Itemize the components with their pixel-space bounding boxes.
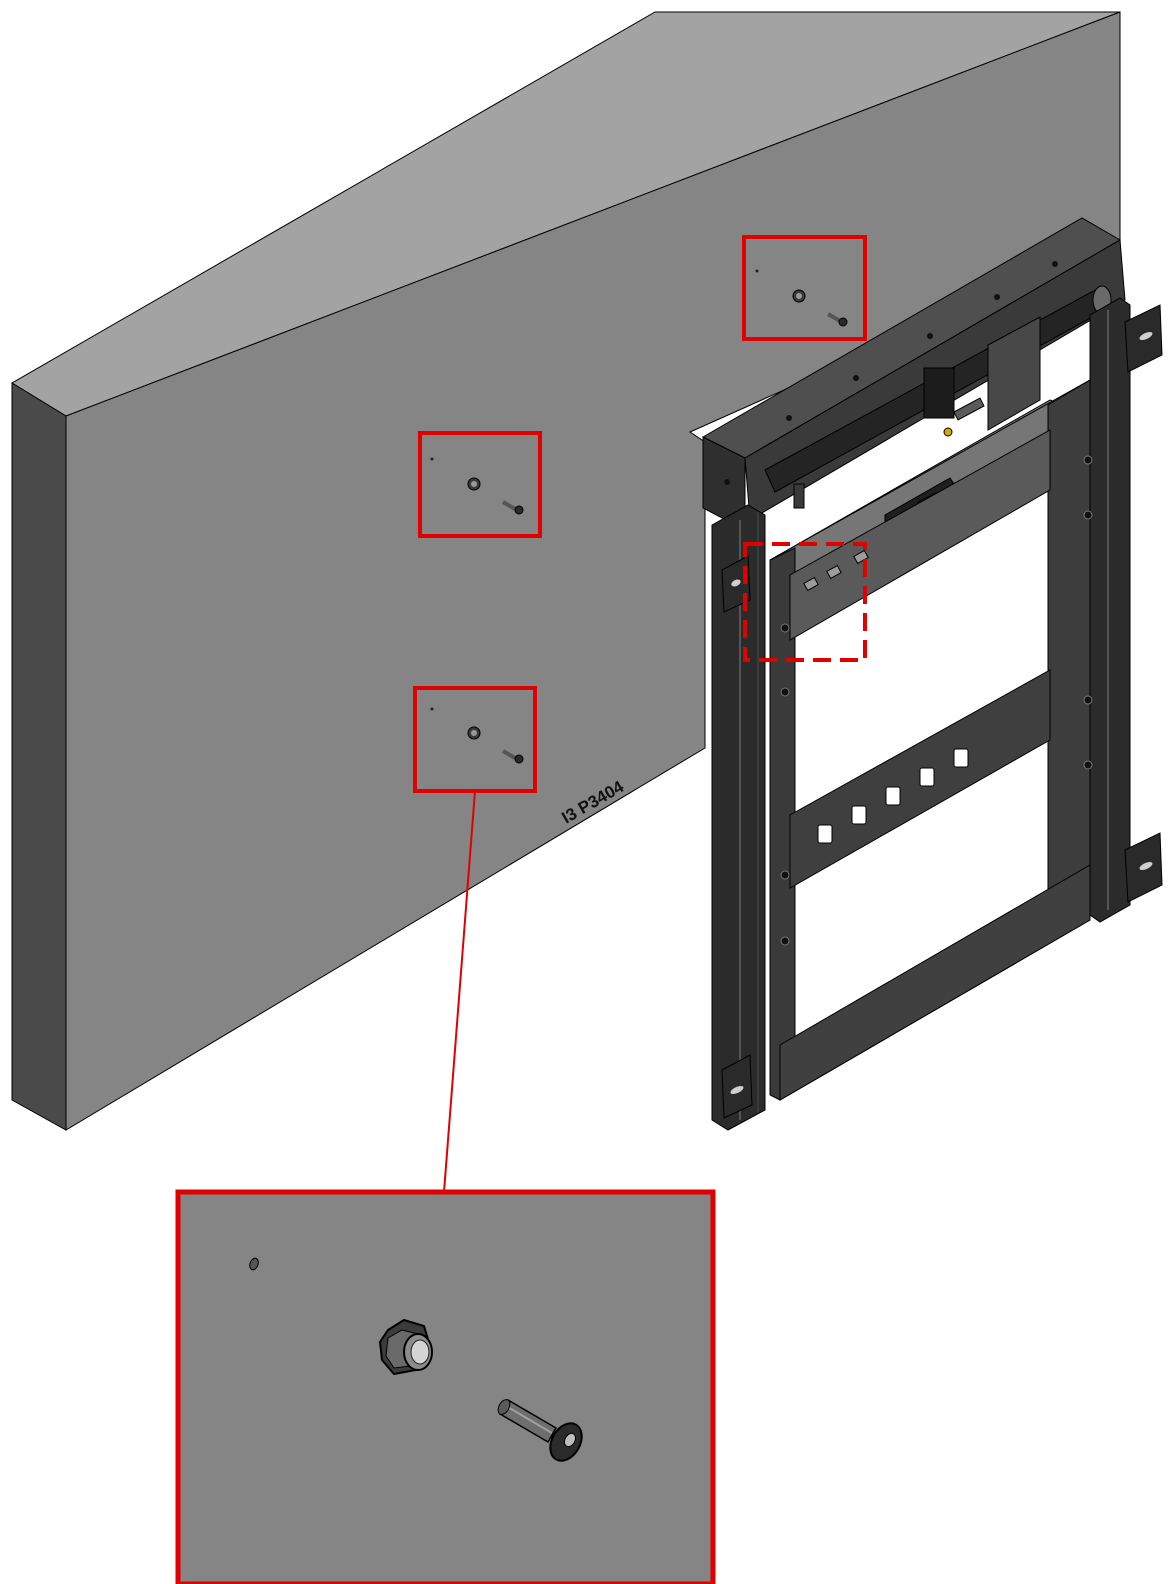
fastener-callout-top xyxy=(742,235,867,341)
frame-housing-holes xyxy=(724,261,1058,485)
motor-bracket xyxy=(987,316,1041,431)
fastener-callout-middle xyxy=(418,431,542,538)
mounting-region-callout xyxy=(743,542,867,662)
inner-right-post xyxy=(1047,379,1091,937)
drive-lever xyxy=(953,397,985,421)
wall-panel-side-face xyxy=(11,382,67,1131)
drive-unit xyxy=(923,367,955,419)
yellow-indicator-icon xyxy=(943,427,953,437)
hanging-clip xyxy=(793,483,805,509)
pilot-hole-icon xyxy=(249,1257,259,1271)
detail-inset-border xyxy=(175,1189,716,1584)
panel-fasteners xyxy=(430,269,848,764)
inner-bottom-bar xyxy=(779,864,1091,1101)
mounting-tab-slots xyxy=(730,331,1153,1095)
lower-crossbar-holes xyxy=(817,748,969,844)
frame-bolts xyxy=(780,455,1093,946)
callout-leader-line xyxy=(443,790,476,1193)
detail-inset xyxy=(175,1189,716,1584)
countersunk-bolt-detail-icon xyxy=(497,1398,583,1462)
detail-inset-background xyxy=(178,1192,713,1584)
frame-left-rail xyxy=(711,504,766,1131)
mounting-frame xyxy=(701,217,1163,1131)
bolt-head-icon xyxy=(838,317,848,327)
mounting-tab-bottom-left xyxy=(721,1054,753,1119)
wall-panel: I3 P3404 xyxy=(11,11,1121,1131)
upper-crossbar-slots xyxy=(803,549,869,592)
frame-right-rail xyxy=(1089,297,1131,923)
upper-crossbar xyxy=(789,429,1051,641)
bolt-head-icon xyxy=(514,754,524,764)
bolt-head-icon xyxy=(514,505,524,515)
wall-panel-front-face xyxy=(65,11,1121,1131)
hex-nut-detail-icon xyxy=(378,1318,433,1376)
